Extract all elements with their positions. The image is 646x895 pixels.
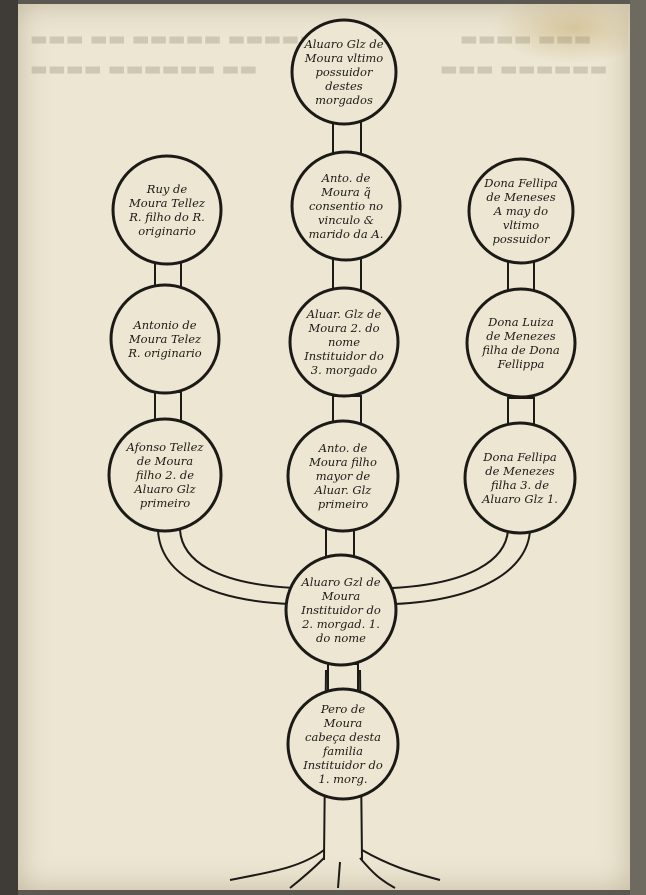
- node-circle-afonso-tellez: [107, 417, 223, 533]
- bleed-through-text: ▬▬▬▬ ▬▬▬: [460, 28, 592, 50]
- node-label-antonio-consentio: Anto. de Moura q̃ consentio no vinculo &…: [308, 171, 384, 241]
- node-circle-aluar-instituidor-3: [288, 286, 400, 398]
- node-label-afonso-tellez: Afonso Tellez de Moura filho 2. de Aluar…: [126, 440, 204, 510]
- node-circle-dona-luiza: [465, 287, 577, 399]
- node-circle-antonio-filho-mayor: [286, 419, 400, 533]
- bleed-through-text: ▬▬▬ ▬▬▬▬▬▬: [440, 58, 608, 80]
- node-label-dona-fellipa-mae: Dona Fellipa de Meneses A may do vltimo …: [484, 176, 558, 246]
- node-circle-dona-fellipa-filha: [463, 421, 577, 535]
- paper-stain: [492, 4, 628, 64]
- bleed-through-text: ▬▬▬ ▬▬ ▬▬▬▬▬ ▬▬▬▬▬▬: [30, 28, 336, 50]
- node-circle-alvaro-instituidor-2: [284, 553, 398, 667]
- node-label-dona-luiza: Dona Luiza de Menezes filha de Dona Fell…: [482, 315, 560, 371]
- node-circle-antonio-consentio: [290, 150, 402, 262]
- left-branch-inner: [179, 529, 296, 589]
- left-branch-outer: [157, 529, 291, 605]
- node-circle-dona-fellipa-mae: [467, 157, 575, 265]
- node-label-dona-fellipa-filha: Dona Fellipa de Menezes filha 3. de Alua…: [482, 450, 558, 506]
- node-circle-alvaro-ultimo: [290, 18, 398, 126]
- node-circle-antonio-originario: [109, 283, 221, 395]
- node-label-antonio-originario: Antonio de Moura Telez R. originario: [128, 318, 202, 360]
- node-label-aluar-instituidor-3: Aluar. Glz de Moura 2. do nome Instituid…: [304, 307, 384, 377]
- node-label-pero-moura: Pero de Moura cabeça desta familia Insti…: [303, 702, 383, 786]
- node-label-ruy-moura: Ruy de Moura Tellez R. filho do R. origi…: [129, 182, 205, 238]
- book-gutter: [0, 0, 18, 895]
- node-label-alvaro-instituidor-2: Aluaro Gzl de Moura Instituidor do 2. mo…: [301, 575, 381, 645]
- node-circle-pero-moura: [286, 687, 400, 801]
- node-circle-ruy-moura: [111, 154, 223, 266]
- page-edge: [630, 0, 646, 895]
- right-branch-inner: [391, 529, 509, 589]
- roots: [229, 849, 441, 889]
- node-label-alvaro-ultimo: Aluaro Glz de Moura vltimo possuidor des…: [304, 37, 384, 107]
- bleed-through-text: ▬▬▬▬ ▬▬▬▬▬▬ ▬▬: [30, 58, 258, 80]
- node-label-antonio-filho-mayor: Anto. de Moura filho mayor de Aluar. Glz…: [309, 441, 377, 511]
- right-branch-outer: [394, 529, 531, 605]
